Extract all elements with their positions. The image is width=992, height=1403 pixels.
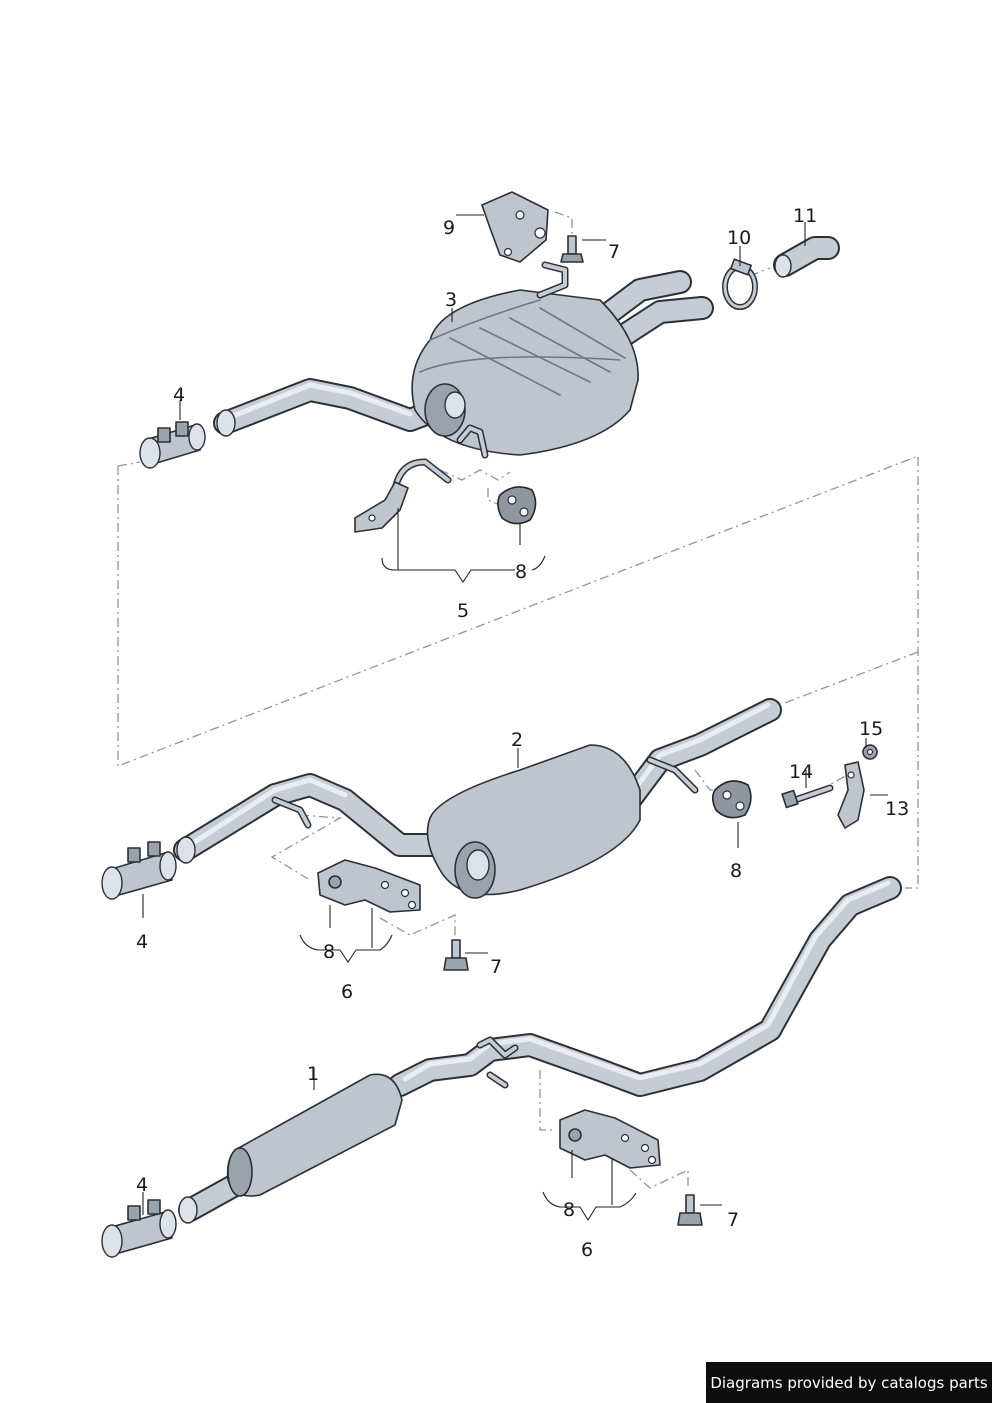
rubber-mount-8-middle[interactable] xyxy=(711,780,752,819)
bolt-14[interactable] xyxy=(781,784,834,809)
callout-14: 14 xyxy=(789,761,813,783)
callout-4-bottom: 4 xyxy=(136,1174,148,1196)
tailpipe-11[interactable] xyxy=(773,236,840,278)
clamp-4-top[interactable] xyxy=(139,421,206,469)
callout-10: 10 xyxy=(727,227,751,249)
callout-7-middle: 7 xyxy=(490,956,502,978)
callout-3: 3 xyxy=(445,289,457,311)
bolt-7-top[interactable] xyxy=(560,235,584,263)
rear-silencer[interactable] xyxy=(213,261,714,459)
callout-11: 11 xyxy=(793,205,817,227)
bracket-6-middle[interactable] xyxy=(317,859,421,913)
callout-8-top: 8 xyxy=(515,561,527,583)
callout-7-bottom: 7 xyxy=(727,1209,739,1231)
callout-4-top: 4 xyxy=(173,384,185,406)
callout-13: 13 xyxy=(885,798,909,820)
callout-8-middle: 8 xyxy=(323,941,335,963)
clamp-4-bottom[interactable] xyxy=(101,1199,177,1258)
rubber-mount-8-top[interactable] xyxy=(497,486,537,525)
callout-8-right: 8 xyxy=(730,860,742,882)
callout-6-middle: 6 xyxy=(341,981,353,1003)
attribution-banner: Diagrams provided by catalogs parts xyxy=(706,1362,992,1403)
callout-labels: 9 7 10 11 3 4 8 5 15 2 14 13 8 4 8 7 6 1… xyxy=(136,205,909,1261)
attribution-text: Diagrams provided by catalogs parts xyxy=(710,1373,988,1392)
exhaust-system-diagram: 9 7 10 11 3 4 8 5 15 2 14 13 8 4 8 7 6 1… xyxy=(101,191,919,1261)
callout-5: 5 xyxy=(457,600,469,622)
callout-leaders xyxy=(142,214,888,1222)
callout-8-bottom: 8 xyxy=(563,1199,575,1221)
bolt-7-bottom[interactable] xyxy=(677,1194,703,1226)
clamp-10[interactable] xyxy=(722,258,758,310)
callout-9: 9 xyxy=(443,217,455,239)
bracket-6-bottom[interactable] xyxy=(559,1109,661,1169)
callout-6-bottom: 6 xyxy=(581,1239,593,1261)
bracket-9[interactable] xyxy=(481,191,549,263)
callout-1: 1 xyxy=(307,1063,319,1085)
callout-4-middle: 4 xyxy=(136,931,148,953)
clamp-4-middle[interactable] xyxy=(101,841,177,900)
nut-15[interactable] xyxy=(862,744,878,760)
middle-silencer[interactable] xyxy=(173,698,782,899)
callout-15: 15 xyxy=(859,718,883,740)
front-pipe-silencer[interactable] xyxy=(178,876,902,1224)
bolt-7-middle[interactable] xyxy=(443,939,469,971)
callout-7-top: 7 xyxy=(608,241,620,263)
bracket-13[interactable] xyxy=(837,761,865,829)
bracket-5[interactable] xyxy=(354,458,452,533)
callout-2: 2 xyxy=(511,729,523,751)
